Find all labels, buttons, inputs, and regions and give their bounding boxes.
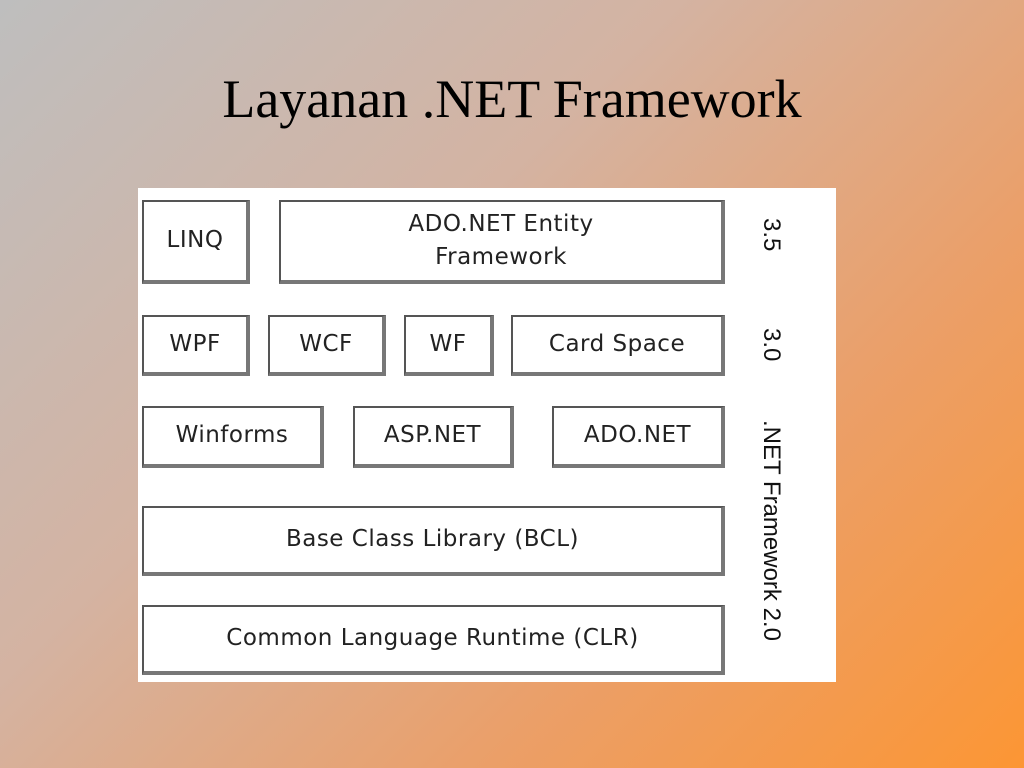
asp-net-box: ASP.NET [353, 406, 514, 468]
ado-net-box: ADO.NET [552, 406, 725, 468]
winforms-box: Winforms [142, 406, 324, 468]
wf-box: WF [404, 315, 494, 376]
common-language-runtime-box: Common Language Runtime (CLR) [142, 605, 725, 675]
version-label-net-framework-2-0: .NET Framework 2.0 [758, 420, 785, 641]
slide-title: Layanan .NET Framework [222, 69, 802, 129]
version-label-3-0: 3.0 [758, 328, 785, 362]
card-space-box: Card Space [511, 315, 725, 376]
version-label-3-5: 3.5 [758, 218, 785, 252]
ado-net-entity-framework-box: ADO.NET Entity Framework [279, 200, 725, 284]
framework-diagram: LINQ ADO.NET Entity Framework WPF WCF WF… [138, 188, 836, 682]
linq-box: LINQ [142, 200, 250, 284]
base-class-library-box: Base Class Library (BCL) [142, 506, 725, 576]
wcf-box: WCF [268, 315, 386, 376]
wpf-box: WPF [142, 315, 250, 376]
